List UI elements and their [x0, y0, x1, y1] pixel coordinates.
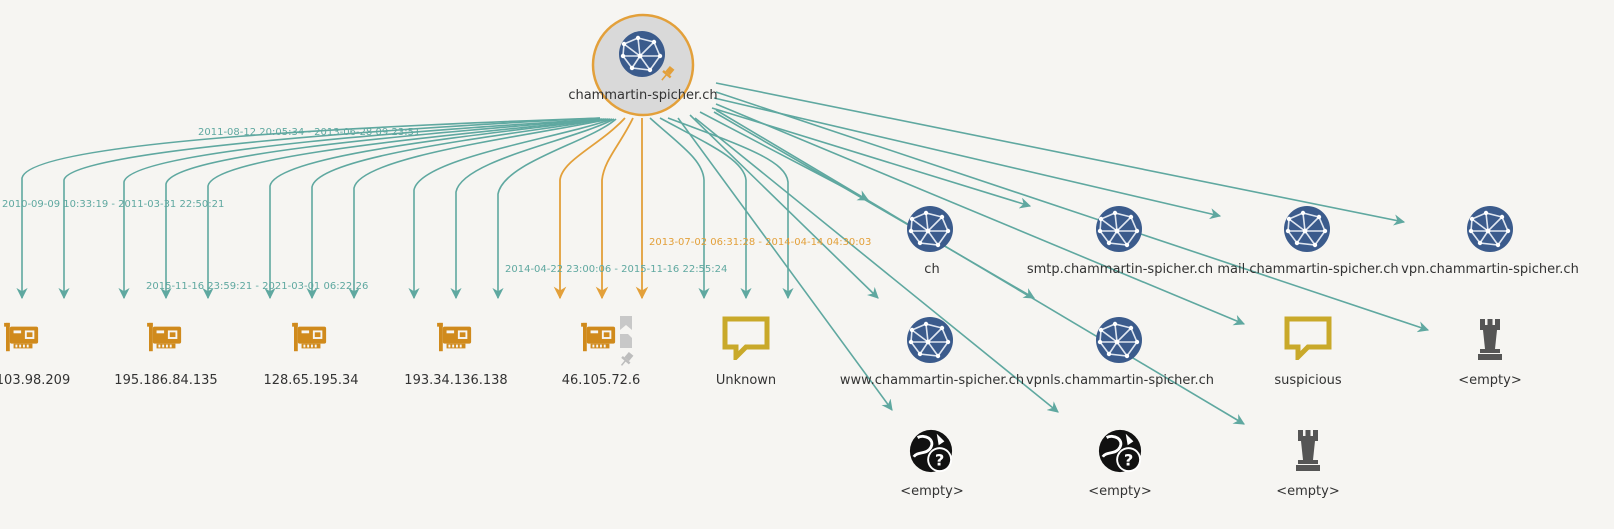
domain-node-ch[interactable]: ch	[906, 205, 954, 277]
domain-node-vpn[interactable]: vpn.chammartin-spicher.ch	[1401, 205, 1579, 277]
node-label: vpnls.chammartin-spicher.ch	[1026, 373, 1214, 388]
bookmark-icon	[620, 316, 632, 330]
edge-root-ip4c[interactable]	[492, 118, 617, 300]
pin-icon	[620, 351, 634, 366]
edges	[16, 82, 1430, 425]
network-card-icon	[147, 322, 182, 352]
edge-root-unknown-b[interactable]	[659, 117, 752, 300]
ip-node[interactable]: 193.34.136.138	[404, 322, 508, 388]
question-globe-icon	[908, 428, 954, 474]
page-icon	[620, 334, 632, 348]
rook-tower-icon	[1296, 430, 1320, 471]
question-globe-icon	[1097, 428, 1143, 474]
edge-label: 2015-11-16 23:59:21 - 2021-03-01 06:22:2…	[146, 281, 368, 292]
node-label: vpn.chammartin-spicher.ch	[1401, 262, 1579, 277]
edge-root-unknown-a[interactable]	[649, 117, 710, 300]
edge-root-empty4[interactable]	[715, 109, 1245, 425]
edge-label: 2011-08-12 20:05:34 - 2013-06-28 09:23:5…	[198, 127, 420, 138]
edge-root-ip1[interactable]	[16, 117, 601, 300]
node-label: 195.186.84.135	[114, 373, 217, 388]
edge-root-ip2c[interactable]	[202, 118, 605, 300]
edge-label: 2010-09-09 10:33:19 - 2011-03-31 22:50:2…	[2, 199, 224, 210]
node-label: Unknown	[716, 373, 776, 388]
edge-root-mail[interactable]	[713, 97, 1222, 220]
rook-tower-icon	[1478, 319, 1502, 360]
root-label: chammartin-spicher.ch	[568, 88, 717, 103]
edge-root-www[interactable]	[689, 114, 879, 299]
ip-node-pinned[interactable]: 46.105.72.6	[562, 316, 641, 388]
edge-root-ip2[interactable]	[118, 118, 601, 300]
edge-root-ip4b[interactable]	[450, 118, 615, 300]
node-label: mail.chammartin-spicher.ch	[1217, 262, 1398, 277]
node-label: 46.105.72.6	[562, 373, 641, 388]
node-label: ch	[924, 262, 939, 277]
network-card-icon	[581, 322, 616, 352]
tag-node-unknown[interactable]: Unknown	[716, 319, 776, 388]
node-label: smtp.chammartin-spicher.ch	[1027, 262, 1213, 277]
tower-node[interactable]: <empty>	[1458, 319, 1522, 388]
edge-root-ip3c[interactable]	[348, 118, 611, 300]
edge-root-ip5a[interactable]	[553, 117, 626, 300]
edge-labels: 2011-08-12 20:05:34 - 2013-06-28 09:23:5…	[2, 127, 871, 292]
node-label: suspicious	[1274, 373, 1342, 388]
unknown-domain-node[interactable]: <empty>	[1088, 428, 1152, 499]
network-card-icon	[4, 322, 39, 352]
node-label: 193.34.136.138	[404, 373, 507, 388]
node-label: 103.98.209	[0, 373, 70, 388]
edge-root-ip5b[interactable]	[595, 117, 634, 300]
edge-root-empty2[interactable]	[677, 117, 893, 411]
edge-root-ip3b[interactable]	[306, 118, 609, 300]
speech-bubble-icon	[725, 319, 767, 357]
edge-root-ip3[interactable]	[264, 118, 607, 300]
edge-root-ip4[interactable]	[408, 118, 613, 300]
node-label: <empty>	[1458, 373, 1522, 388]
edge-root-empty1[interactable]	[715, 91, 1430, 333]
speech-bubble-icon	[1287, 319, 1329, 357]
tag-node-suspicious[interactable]: suspicious	[1274, 319, 1342, 388]
node-label: 128.65.195.34	[263, 373, 358, 388]
globe-icon	[1095, 316, 1143, 364]
edge-root-empty3[interactable]	[694, 117, 1059, 413]
domain-node-smtp[interactable]: smtp.chammartin-spicher.ch	[1027, 205, 1213, 277]
network-card-icon	[437, 322, 472, 352]
node-label: www.chammartin-spicher.ch	[840, 373, 1024, 388]
node-label: <empty>	[1276, 484, 1340, 499]
edge-root-unknown-c[interactable]	[667, 117, 794, 300]
globe-icon	[906, 205, 954, 253]
pin-icon	[661, 65, 675, 81]
globe-icon	[1283, 205, 1331, 253]
domain-node-vpnls[interactable]: vpnls.chammartin-spicher.ch	[1026, 316, 1214, 388]
edge-root-suspicious[interactable]	[715, 103, 1246, 326]
node-label: <empty>	[1088, 484, 1152, 499]
edge-label: 2014-04-22 23:00:06 - 2015-11-16 22:55:2…	[505, 264, 727, 275]
edge-root-ip2b[interactable]	[160, 118, 603, 300]
root-node[interactable]: chammartin-spicher.ch	[568, 13, 718, 117]
globe-icon	[618, 30, 666, 78]
unknown-domain-node[interactable]: <empty>	[900, 428, 964, 499]
edge-root-ip1b[interactable]	[58, 117, 601, 300]
globe-icon	[1466, 205, 1514, 253]
domain-node-www[interactable]: www.chammartin-spicher.ch	[840, 316, 1024, 388]
ip-node[interactable]: 103.98.209	[0, 322, 70, 388]
ip-node[interactable]: 195.186.84.135	[114, 322, 218, 388]
tower-node[interactable]: <empty>	[1276, 430, 1340, 499]
globe-icon	[906, 316, 954, 364]
edge-root-vpn[interactable]	[715, 82, 1406, 226]
edge-label: 2013-07-02 06:31:28 - 2014-04-14 04:30:0…	[649, 237, 871, 248]
network-card-icon	[292, 322, 327, 352]
domain-node-mail[interactable]: mail.chammartin-spicher.ch	[1217, 205, 1399, 277]
globe-icon	[1095, 205, 1143, 253]
node-label: <empty>	[900, 484, 964, 499]
ip-node[interactable]: 128.65.195.34	[263, 322, 359, 388]
